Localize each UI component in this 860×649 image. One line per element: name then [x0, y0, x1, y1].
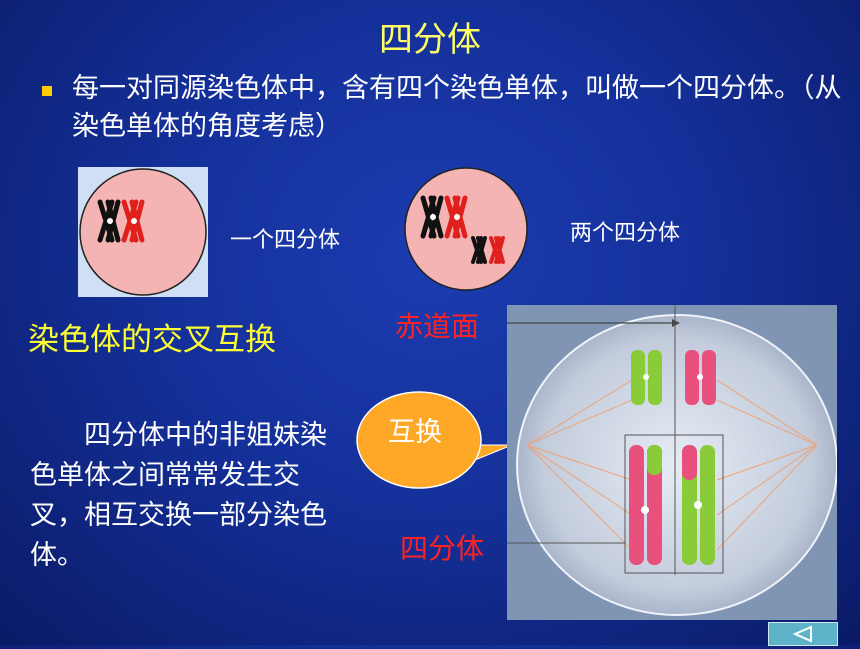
tetrad-pink-chromosome [629, 445, 662, 565]
two-tetrads-diagram [404, 167, 528, 291]
caption-two-tetrads: 两个四分体 [570, 221, 681, 246]
bullet-marker [42, 86, 52, 96]
tetrad-green-chromosome [682, 445, 715, 565]
crossover-paragraph: 四分体中的非姐妹染色单体之间常常发生交叉，相互交换一部分染色体。 [30, 420, 327, 571]
small-black-chromosome [471, 236, 487, 264]
slide-title: 四分体 [379, 20, 481, 60]
caption-one-tetrad: 一个四分体 [230, 228, 341, 253]
label-exchange: 互换 [388, 417, 442, 448]
previous-slide-button[interactable] [768, 622, 838, 646]
exchange-callout [356, 391, 513, 489]
small-red-chromosome [489, 236, 505, 264]
meiosis-illustration [507, 305, 837, 620]
label-equator: 赤道面 [395, 310, 480, 343]
one-tetrad-diagram [78, 167, 208, 297]
upper-pink-chromosome [685, 350, 716, 405]
definition-text: 每一对同源染色体中，含有四个染色单体，叫做一个四分体。（从染色单体的角度考虑） [72, 73, 842, 142]
upper-green-chromosome [631, 350, 662, 405]
triangle-left-icon [792, 625, 812, 643]
label-tetrad: 四分体 [400, 532, 485, 565]
crossover-heading: 染色体的交叉互换 [28, 322, 276, 358]
